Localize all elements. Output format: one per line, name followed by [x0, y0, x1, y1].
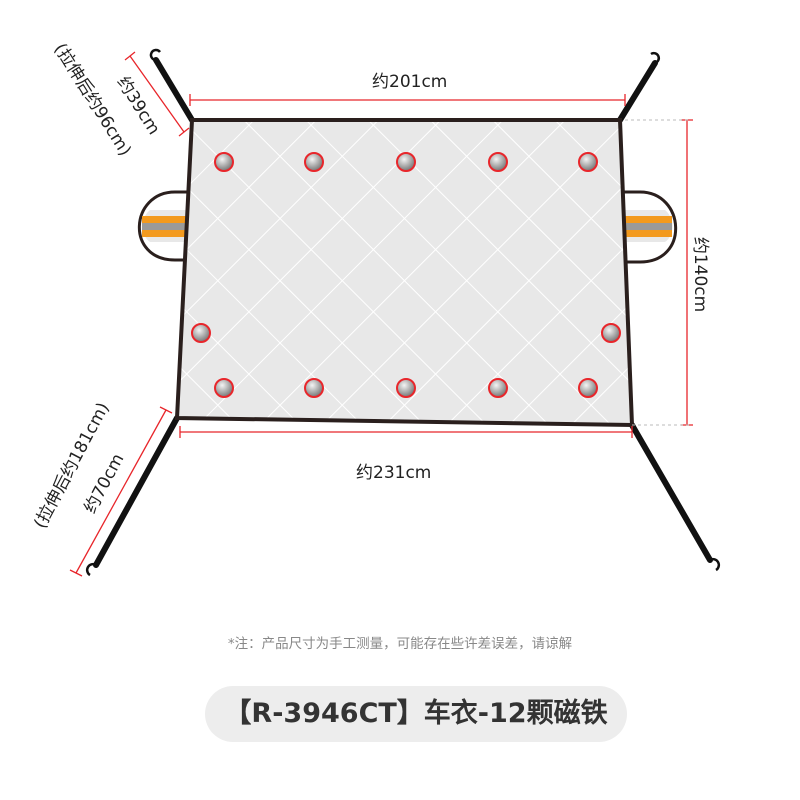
hook-icon — [709, 557, 721, 572]
magnet-icon — [578, 378, 598, 398]
magnet-icon — [304, 378, 324, 398]
dim-bottom-width — [179, 426, 633, 438]
magnet-icon — [601, 323, 621, 343]
bottom-width-label: 约231cm — [356, 463, 432, 483]
magnets — [191, 152, 621, 398]
top-width-label: 约201cm — [372, 72, 448, 92]
product-title: 【R-3946CT】车衣-12颗磁铁 — [205, 686, 627, 742]
magnet-icon — [396, 152, 416, 172]
strap-top-left — [153, 57, 195, 123]
magnet-icon — [578, 152, 598, 172]
hook-icon — [650, 51, 661, 65]
strap-top-right — [617, 60, 658, 123]
straps — [93, 57, 713, 568]
dim-bottom-strap — [69, 406, 173, 577]
dim-top-width — [189, 94, 626, 106]
magnet-icon — [304, 152, 324, 172]
dim-top-strap — [124, 51, 190, 137]
magnet-icon — [488, 152, 508, 172]
magnet-icon — [214, 152, 234, 172]
magnet-icon — [191, 323, 211, 343]
strap-bottom-right — [629, 422, 713, 563]
strap-bottom-left — [93, 415, 180, 568]
height-label: 约140cm — [690, 236, 711, 313]
measurement-note: *注：产品尺寸为手工测量，可能存在些许差误差，请谅解 — [227, 636, 573, 652]
hook-icon — [149, 48, 161, 62]
magnet-icon — [214, 378, 234, 398]
magnet-icon — [396, 378, 416, 398]
magnet-icon — [488, 378, 508, 398]
hook-icons — [85, 48, 721, 577]
hook-icon — [85, 562, 97, 577]
